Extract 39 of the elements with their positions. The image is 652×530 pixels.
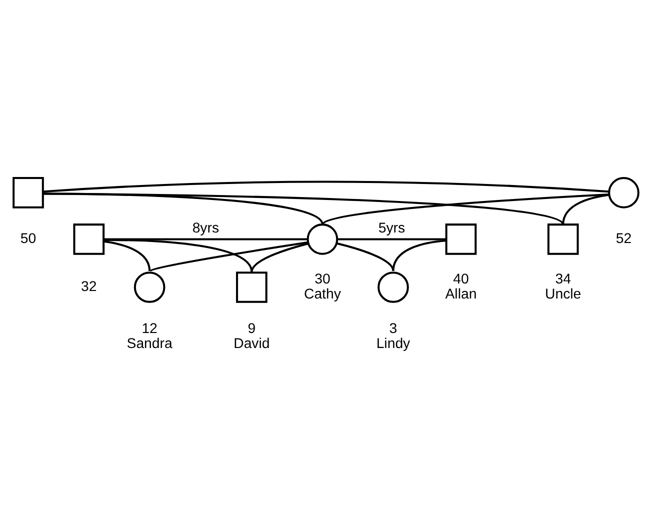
node-label: David [234,334,270,351]
node-label: Cathy [304,285,341,302]
connector [337,238,446,240]
node-circle [134,271,166,302]
connector [149,240,308,272]
connector [104,238,308,240]
node-box [547,223,579,254]
connector [43,192,564,225]
connector [336,242,394,271]
node-label: 3 [389,319,398,336]
connector [322,192,609,225]
connector [104,238,253,272]
node-circle [306,223,338,254]
node-label: Lindy [376,334,410,351]
connector [392,239,446,271]
node-box [12,176,44,208]
node-label: 52 [616,229,632,246]
node-label: Uncle [545,285,582,302]
node-box [236,271,268,302]
node-circle [608,176,640,208]
node-label: 32 [81,277,97,294]
node-label: 12 [142,319,158,336]
node-label: 9 [248,319,256,336]
node-label: 34 [555,270,571,286]
node-label: Allan [445,285,477,302]
edge-label: 8yrs [192,218,220,235]
connector [250,242,308,272]
edge-label: 5yrs [378,218,406,235]
node-box [73,223,105,254]
node-label: 50 [20,229,36,246]
connector [103,240,151,271]
connector [562,193,610,224]
connector [43,192,324,225]
node-label: Sandra [126,334,172,351]
node-label: 40 [453,270,469,286]
node-label: 30 [314,270,330,286]
node-circle [378,271,409,302]
node-box [445,223,477,254]
connector [43,180,610,192]
